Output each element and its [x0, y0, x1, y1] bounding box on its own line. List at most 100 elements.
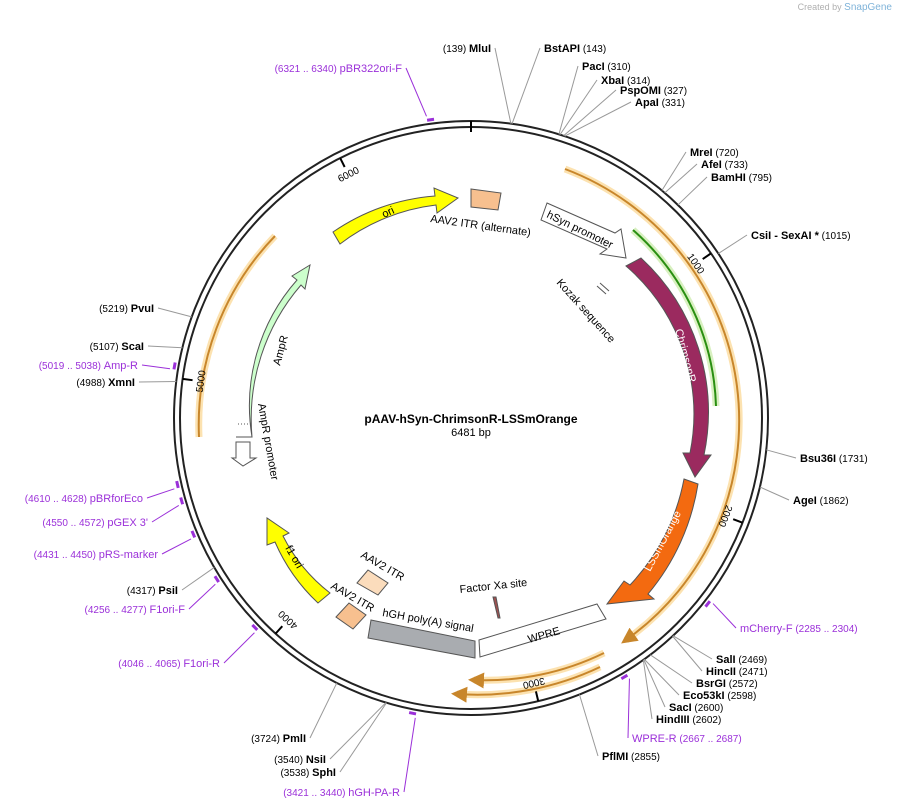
enzyme-position: (139) [443, 44, 469, 55]
enzyme-name: PmlI [283, 733, 306, 745]
enzyme-position: (4317) [127, 586, 159, 597]
enzyme-leader-line [329, 702, 387, 760]
enzyme-site: PacI (310) [582, 61, 631, 73]
orf-arc-1-line [564, 168, 741, 644]
enzyme-site: AgeI (1862) [793, 495, 849, 507]
primer-mark [190, 530, 197, 538]
ruler-tick-mark [702, 252, 712, 260]
enzyme-site: (5107) ScaI [90, 341, 144, 353]
enzyme-position: (327) [661, 86, 687, 97]
enzyme-site: HindIII (2602) [656, 714, 721, 726]
feature-f1-ori [266, 517, 331, 604]
enzyme-site: (4317) PsiI [127, 585, 178, 597]
enzyme-name: NsiI [306, 754, 326, 766]
enzyme-leader-line [661, 151, 687, 191]
feature-label-ampr-promoter: AmpR promoter [255, 402, 280, 481]
enzyme-site: BsrGI (2572) [696, 678, 758, 690]
enzyme-name: XbaI [601, 75, 624, 87]
enzyme-position: (1015) [819, 231, 851, 242]
primer-name: F1ori-F [150, 604, 186, 616]
primer-leader-line [146, 488, 175, 499]
primer-name: pRS-marker [99, 549, 159, 561]
ruler-tick-mark [534, 691, 540, 702]
enzyme-leader-line [677, 176, 708, 206]
enzyme-position: (2600) [692, 703, 724, 714]
plasmid-length: 6481 bp [451, 427, 491, 439]
ruler-tick-label: 3000 [521, 675, 546, 691]
enzyme-position: (3540) [274, 755, 306, 766]
primer-leader-line [188, 583, 216, 610]
enzyme-position: (143) [580, 44, 606, 55]
enzyme-name: MreI [690, 147, 713, 159]
enzyme-name: HindIII [656, 714, 690, 726]
primer-site: (5019 .. 5038) Amp-R [39, 360, 138, 372]
feature-ampr-promoter [230, 441, 258, 467]
enzyme-leader-line [643, 659, 666, 708]
enzyme-position: (2469) [736, 655, 768, 666]
primer-site: WPRE-R (2667 .. 2687) [632, 733, 742, 745]
enzyme-site: (4988) XmnI [76, 377, 135, 389]
enzyme-site: MreI (720) [690, 147, 739, 159]
enzyme-name: PflMI [602, 751, 628, 763]
primer-mark [704, 600, 712, 608]
created-by-text: Created by [797, 2, 842, 12]
primer-mark [172, 362, 177, 370]
primer-name: pGEX 3' [107, 517, 148, 529]
primer-mark [251, 623, 259, 631]
enzyme-site: (3538) SphI [280, 767, 336, 779]
primer-leader-line [141, 364, 171, 370]
primer-range: (3421 .. 3440) [283, 788, 348, 799]
enzyme-leader-line [558, 65, 579, 135]
feature-label-factor-xa: Factor Xa site [459, 577, 528, 596]
enzyme-name: AfeI [701, 159, 722, 171]
enzyme-name: Eco53kI [683, 690, 725, 702]
enzyme-site: ApaI (331) [635, 97, 685, 109]
primer-site: (4256 .. 4277) F1ori-F [85, 604, 186, 616]
enzyme-leader-line [578, 694, 599, 757]
enzyme-leader-line [664, 163, 698, 194]
enzyme-leader-line [559, 79, 598, 135]
enzyme-site: (3540) NsiI [274, 754, 326, 766]
enzyme-site: (5219) PvuI [99, 303, 154, 315]
enzyme-name: CsiI - SexAI * [751, 230, 820, 242]
primer-site: (4550 .. 4572) pGEX 3' [42, 517, 148, 529]
primer-range: (4550 .. 4572) [42, 518, 107, 529]
enzyme-leader-line [759, 486, 790, 501]
enzyme-leader-line [564, 101, 632, 137]
enzyme-position: (795) [746, 173, 772, 184]
primer-leader-line [627, 678, 630, 739]
enzyme-position: (2602) [690, 715, 722, 726]
primer-range: (4046 .. 4065) [118, 659, 183, 670]
enzyme-name: SacI [669, 702, 692, 714]
enzyme-leader-line [339, 702, 387, 773]
primer-site: (4046 .. 4065) F1ori-R [118, 658, 220, 670]
primer-range: (5019 .. 5038) [39, 361, 104, 372]
enzyme-position: (3724) [251, 734, 283, 745]
enzyme-site: PspOMI (327) [620, 85, 687, 97]
feature-lssmorange [605, 478, 699, 605]
enzyme-name: MluI [469, 43, 491, 55]
primer-range: (4431 .. 4450) [34, 550, 99, 561]
enzyme-position: (2471) [736, 667, 768, 678]
orf-arc-3-line [451, 666, 601, 703]
ruler-tick-mark [339, 157, 346, 168]
enzyme-position: (5219) [99, 304, 131, 315]
primer-range: (6321 .. 6340) [275, 64, 340, 75]
orf-arc-2-line [468, 652, 605, 689]
enzyme-site: CsiI - SexAI * (1015) [751, 230, 851, 242]
enzyme-position: (1731) [836, 454, 868, 465]
enzyme-name: Bsu36I [800, 453, 836, 465]
feature-chrimsonr [625, 257, 712, 478]
primer-name: pBRforEco [90, 493, 143, 505]
enzyme-site: AfeI (733) [701, 159, 748, 171]
enzyme-leader-line [157, 307, 192, 318]
enzyme-name: HincII [706, 666, 736, 678]
primer-site: (3421 .. 3440) hGH-PA-R [283, 787, 400, 799]
feature-aav2-itr-lower [335, 602, 367, 630]
primer-leader-line [151, 504, 180, 523]
feature-label-ori: ori [380, 205, 396, 221]
enzyme-leader-line [642, 659, 653, 720]
